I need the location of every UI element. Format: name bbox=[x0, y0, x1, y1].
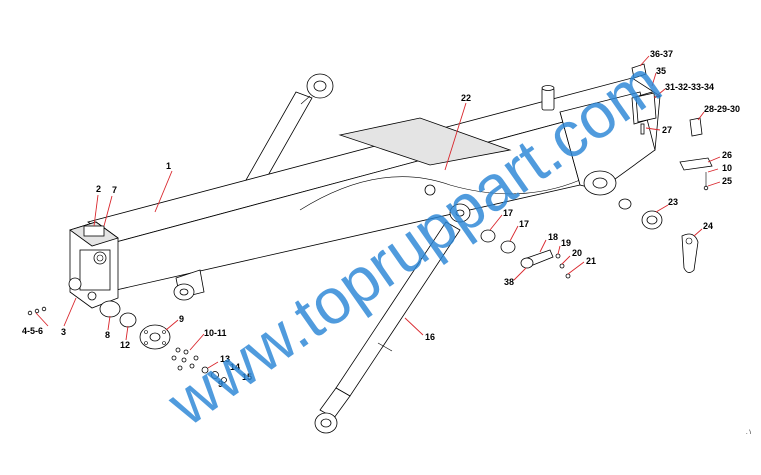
callout-18: 18 bbox=[548, 232, 558, 242]
callout-20: 20 bbox=[572, 248, 582, 258]
callout-38: 38 bbox=[504, 277, 514, 287]
callout-17b: 17 bbox=[519, 219, 529, 229]
callout-28-29-30: 28-29-30 bbox=[704, 104, 740, 114]
callout-36-37: 36-37 bbox=[650, 49, 673, 59]
boom-head-box bbox=[68, 221, 119, 309]
callout-2: 2 bbox=[96, 184, 101, 194]
callout-17a: 17 bbox=[503, 208, 513, 218]
callout-9: 9 bbox=[179, 314, 184, 324]
callout-23: 23 bbox=[668, 197, 678, 207]
callout-31-32-33-34: 31-32-33-34 bbox=[665, 82, 714, 92]
callout-35: 35 bbox=[656, 66, 666, 76]
callout-12: 12 bbox=[120, 340, 130, 350]
corner-mark: . \ bbox=[746, 430, 751, 436]
callout-10: 10 bbox=[722, 163, 732, 173]
right-small-parts bbox=[480, 63, 713, 279]
lower-hydraulic-cylinder bbox=[314, 203, 471, 434]
callout-labels: 1 2 7 4-5-6 3 8 12 9 10-11 13 14 15 9 22… bbox=[22, 49, 740, 389]
callout-26: 26 bbox=[722, 150, 732, 160]
callout-19: 19 bbox=[561, 238, 571, 248]
callout-22: 22 bbox=[461, 93, 471, 103]
callout-15: 15 bbox=[242, 372, 252, 382]
callout-21: 21 bbox=[586, 256, 596, 266]
callout-7: 7 bbox=[112, 185, 117, 195]
callout-4-5-6: 4-5-6 bbox=[22, 326, 43, 336]
callout-13: 13 bbox=[220, 354, 230, 364]
callout-27: 27 bbox=[662, 125, 672, 135]
callout-9b: 9 bbox=[218, 379, 223, 389]
callout-24: 24 bbox=[703, 221, 713, 231]
callout-16: 16 bbox=[425, 332, 435, 342]
callout-25: 25 bbox=[722, 176, 732, 186]
callout-3: 3 bbox=[61, 327, 66, 337]
leader-lines bbox=[35, 55, 721, 369]
callout-10-11: 10-11 bbox=[204, 328, 227, 338]
callout-14: 14 bbox=[230, 362, 240, 372]
callout-1: 1 bbox=[166, 161, 171, 171]
boom-arm bbox=[87, 77, 661, 301]
callout-8: 8 bbox=[105, 330, 110, 340]
